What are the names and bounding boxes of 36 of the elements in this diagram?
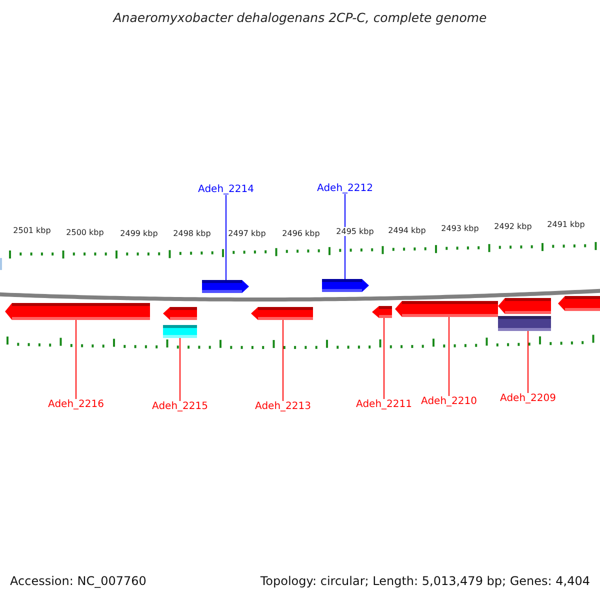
leader-line <box>282 320 284 402</box>
scale-label: 2494 kbp <box>388 226 426 235</box>
scale-label: 2497 kbp <box>228 229 266 238</box>
gene-feature <box>251 307 313 320</box>
accession-text: Accession: NC_007760 <box>10 574 146 588</box>
gene-name: Adeh_2209 <box>500 393 556 404</box>
gene-name: Adeh_2214 <box>198 184 254 195</box>
gene-name: Adeh_2211 <box>356 399 412 410</box>
gene-name: Adeh_2216 <box>48 399 104 410</box>
leader-line <box>448 316 450 396</box>
diagram-title: Anaeromyxobacter dehalogenans 2CP-C, complete genome <box>112 10 488 25</box>
gene-name: Adeh_2215 <box>152 401 208 412</box>
genome-summary: Topology: circular; Length: 5,013,479 bp; Genes: 4,404 <box>260 574 590 588</box>
gene-feature <box>395 301 498 317</box>
scale-label: 2495 kbp <box>336 227 374 236</box>
gene-feature <box>5 303 150 320</box>
scale-label: 2491 kbp <box>547 220 585 229</box>
scale-label: 2493 kbp <box>441 224 479 233</box>
scale-label: 2499 kbp <box>120 229 158 238</box>
scale-label: 2498 kbp <box>173 229 211 238</box>
gene-name: Adeh_2212 <box>317 183 373 194</box>
scale-label: 2501 kbp <box>13 226 51 235</box>
leader-line <box>344 194 346 280</box>
gene-feature <box>322 279 369 292</box>
gene-name: Adeh_2210 <box>421 396 477 407</box>
scale-label: 2496 kbp <box>282 229 320 238</box>
gene-name: Adeh_2213 <box>255 401 311 412</box>
gene-feature <box>202 280 249 293</box>
scale-label: 2500 kbp <box>66 228 104 237</box>
gene-feature <box>163 307 197 320</box>
gene-feature <box>372 306 392 318</box>
gene-feature <box>558 296 600 311</box>
gene-feature <box>498 298 551 314</box>
gene-block <box>163 325 197 338</box>
gene-block <box>498 316 551 331</box>
scale-label: 2492 kbp <box>494 222 532 231</box>
